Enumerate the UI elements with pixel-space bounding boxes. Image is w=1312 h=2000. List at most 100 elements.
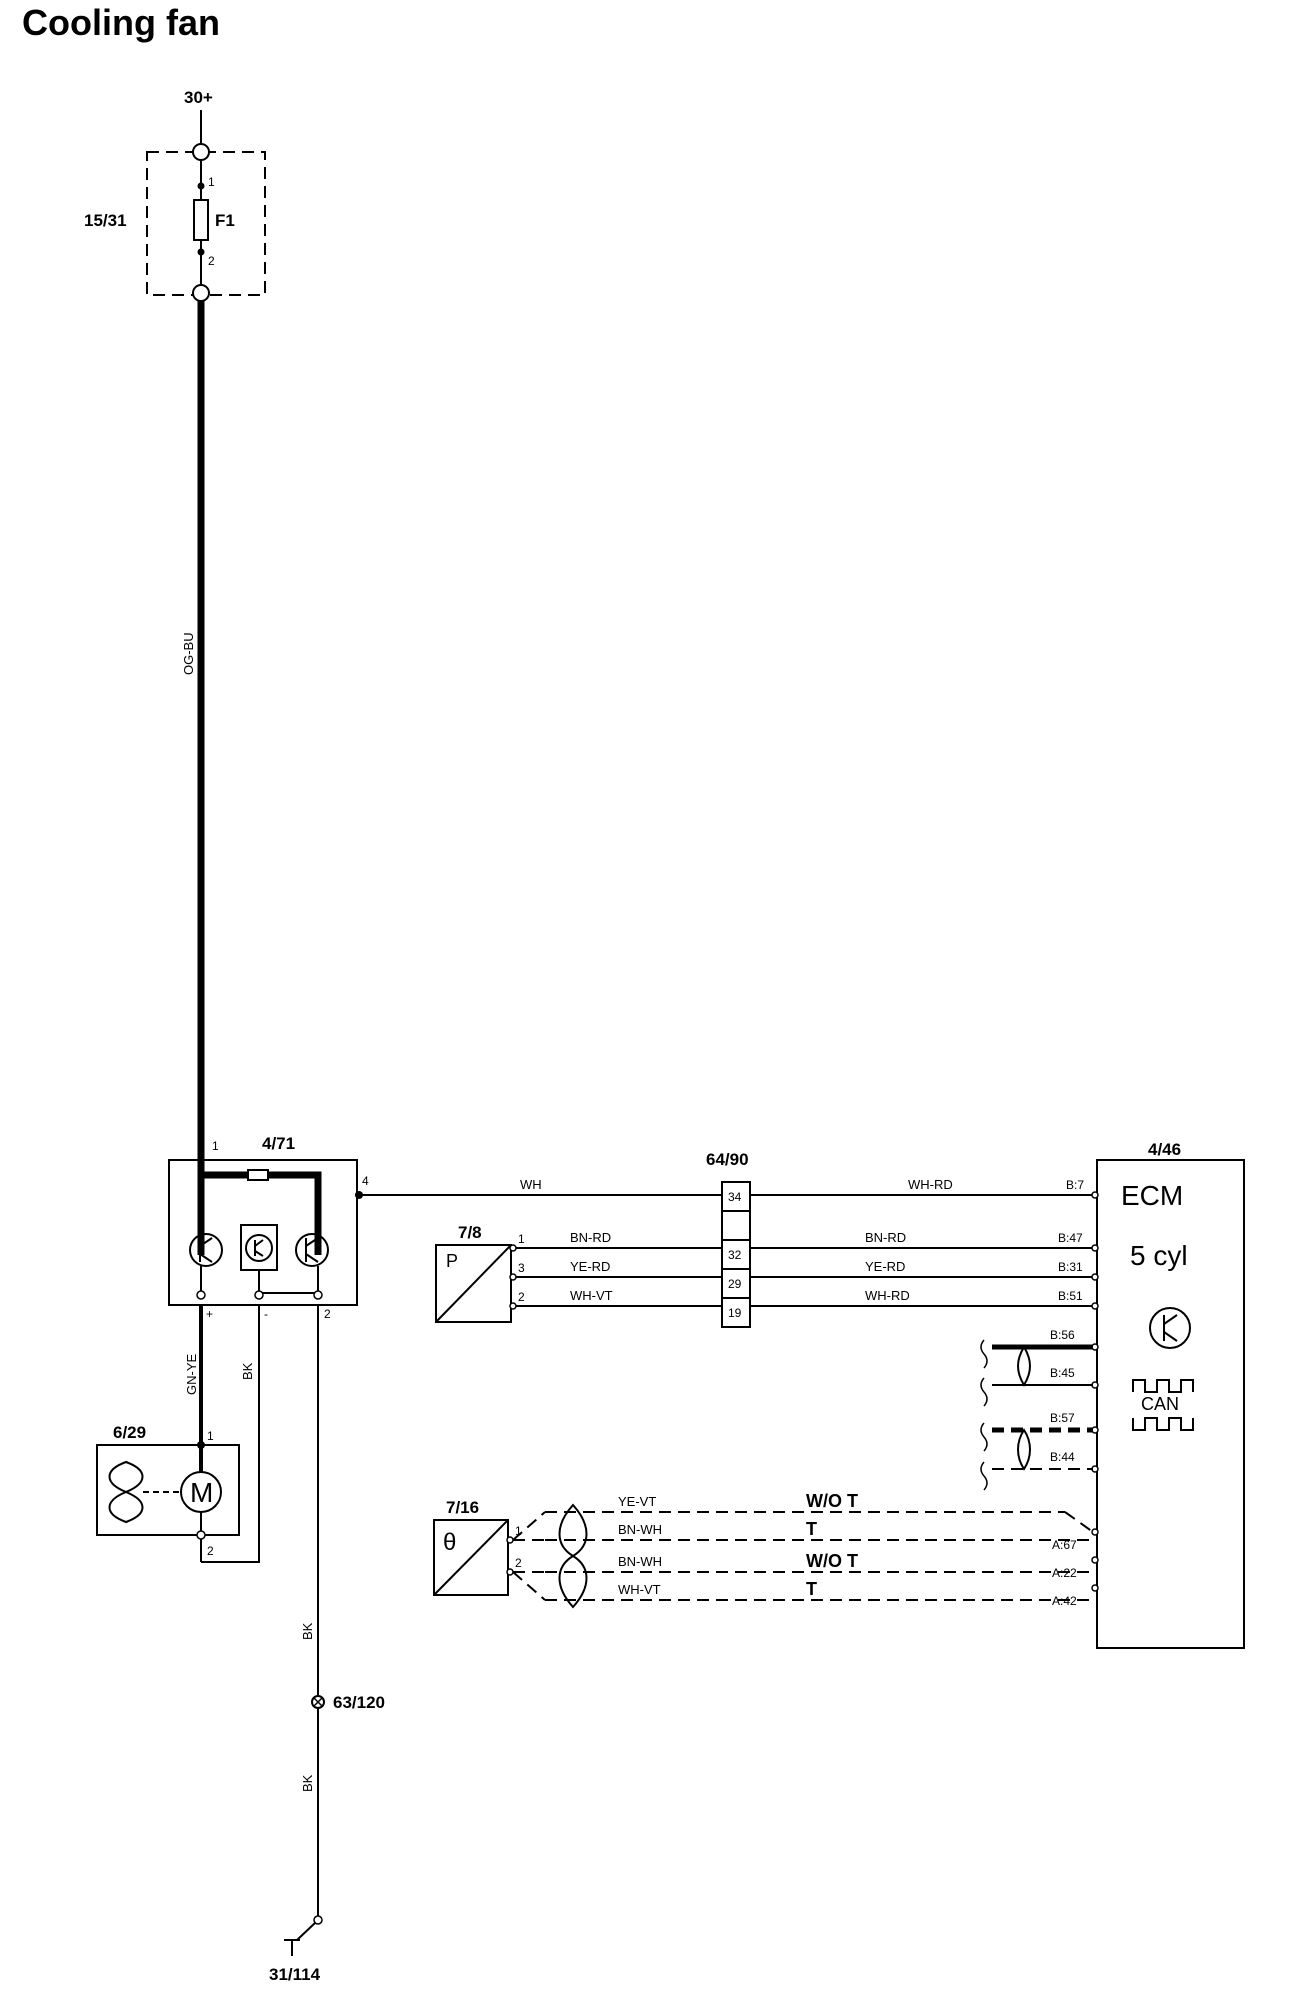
supply-wire-color: OG-BU [181, 632, 196, 675]
fuse-icon [193, 199, 209, 241]
fuse-label: F1 [215, 211, 235, 230]
wire-wh-color: WH [520, 1177, 542, 1192]
fuse-terminal-top [192, 143, 210, 161]
wire-bk-ground-color-upper: BK [300, 1622, 315, 1640]
ground-point-label: 63/120 [333, 1693, 385, 1712]
fuse-pin1-dot [197, 182, 205, 190]
temp-sensor-label: 7/16 [446, 1498, 479, 1517]
ps-pin: 2 [518, 1290, 525, 1304]
terminal-2 [313, 1290, 323, 1300]
wire-bn-wh-color-2: BN-WH [618, 1554, 662, 1569]
fan-control-pin2: 2 [324, 1307, 331, 1321]
fan-control-pin1: 1 [212, 1139, 219, 1153]
twist-symbol-2-icon [1017, 1428, 1031, 1471]
ecm-pin-b31: B:31 [1058, 1260, 1083, 1274]
variant-label-1: W/O T [806, 1491, 858, 1511]
internal-resistor [247, 1169, 269, 1181]
connector-label: 64/90 [706, 1150, 749, 1169]
wire-ye-rd-right-color: YE-RD [865, 1259, 905, 1274]
temp-sensor-box [433, 1519, 509, 1596]
ecm-pin-b44: B:44 [1050, 1450, 1075, 1464]
ecm-pin-dot [1091, 1556, 1099, 1564]
ecm-pin-dot [1091, 1244, 1099, 1252]
variant-label-4: T [806, 1579, 817, 1599]
pressure-sensor-diagonal [435, 1244, 512, 1323]
fan-control-pin4: 4 [362, 1174, 369, 1188]
ecm-pin-b45: B:45 [1050, 1366, 1075, 1380]
fuse-terminal-bottom [192, 284, 210, 302]
ground-symbol-icon [284, 1922, 316, 1956]
motor-pin1-dot [197, 1441, 205, 1449]
connector-pin: 34 [728, 1190, 742, 1204]
transistor-right-icon [295, 1233, 329, 1267]
ground-label: 31/114 [269, 1965, 321, 1984]
transistor-right-leads [305, 1237, 319, 1263]
fan-control-box [168, 1159, 358, 1306]
ecm-name: ECM [1121, 1180, 1183, 1211]
ps-pin: 1 [518, 1232, 525, 1246]
fan-blade-icon [108, 1460, 144, 1524]
wire-stub-b45 [980, 1377, 988, 1407]
fan-control-internal-wiring [200, 1266, 319, 1294]
ecm-pin-dot [1091, 1302, 1099, 1310]
wire-ye-vt-color: YE-VT [618, 1494, 656, 1509]
wire-ye-rd-left-color: YE-RD [570, 1259, 610, 1274]
ground-terminal [313, 1915, 323, 1925]
relay-transistor-icon [245, 1234, 273, 1262]
wire-bk-motor-color: BK [240, 1362, 255, 1380]
ps-pin-dot [509, 1302, 517, 1310]
ts-branch-pin2 [512, 1571, 546, 1601]
ts-pin: 1 [515, 1524, 522, 1538]
ecm-transistor-leads [1163, 1314, 1178, 1342]
temp-sensor-symbol: θ [443, 1529, 456, 1556]
wire-stub-b56 [980, 1339, 988, 1369]
can-waveform-top-icon [1132, 1379, 1194, 1393]
pressure-sensor-box [435, 1244, 512, 1323]
variant-label-3: W/O T [806, 1551, 858, 1571]
ts-branch-pin1 [512, 1511, 546, 1541]
ecm-pin-dot [1091, 1191, 1099, 1199]
terminal-plus [196, 1290, 206, 1300]
ecm-pin-dot [1091, 1528, 1099, 1536]
wire-ye-vt-drop [1064, 1511, 1094, 1533]
ts-pin-dot [506, 1536, 514, 1544]
ts-pin: 2 [515, 1556, 522, 1570]
can-label: CAN [1141, 1394, 1179, 1414]
wire-wh-vt-left-color: WH-VT [570, 1288, 613, 1303]
ps-pin-dot [509, 1244, 517, 1252]
ecm-pin-b51: B:51 [1058, 1289, 1083, 1303]
ecm-box [1096, 1159, 1245, 1649]
can-waveform-bottom-icon [1132, 1417, 1194, 1431]
ecm-pin-b7: B:7 [1066, 1178, 1084, 1192]
wire-gn-ye-color: GN-YE [184, 1354, 199, 1396]
variant-label-2: T [806, 1519, 817, 1539]
ecm-pin-b47: B:47 [1058, 1231, 1083, 1245]
fuse-box-outline [146, 151, 266, 296]
fuse-box-label: 15/31 [84, 211, 127, 230]
fuse-pin2-dot [197, 248, 205, 256]
ts-pin-dot [506, 1568, 514, 1576]
wire-wh-vt-color: WH-VT [618, 1582, 661, 1597]
ecm-pin-b56: B:56 [1050, 1328, 1075, 1342]
ps-pin: 3 [518, 1261, 525, 1275]
motor-pin2: 2 [207, 1544, 214, 1558]
terminal-minus [254, 1290, 264, 1300]
ecm-pin-b57: B:57 [1050, 1411, 1075, 1425]
connector-block [721, 1181, 751, 1328]
fuse-pin2: 2 [208, 254, 215, 268]
fan-motor-label: 6/29 [113, 1423, 146, 1442]
page-title: Cooling fan [22, 2, 220, 43]
twist-symbol-1-icon [1017, 1345, 1031, 1387]
motor-symbol: M [190, 1477, 213, 1508]
plus-sign: + [206, 1307, 213, 1321]
wire-wh-rd-top-color: WH-RD [908, 1177, 953, 1192]
fan-motor-box [96, 1444, 240, 1536]
wire-bn-rd-right-color: BN-RD [865, 1230, 906, 1245]
wire-bn-wh-color-1: BN-WH [618, 1522, 662, 1537]
connector-pin: 19 [728, 1306, 742, 1320]
motor-pin2-dot [196, 1530, 206, 1540]
ground-point-cross [313, 1697, 323, 1707]
wire-bn-rd-left-color: BN-RD [570, 1230, 611, 1245]
minus-sign: - [264, 1307, 268, 1321]
temp-sensor-diagonal [433, 1519, 509, 1596]
